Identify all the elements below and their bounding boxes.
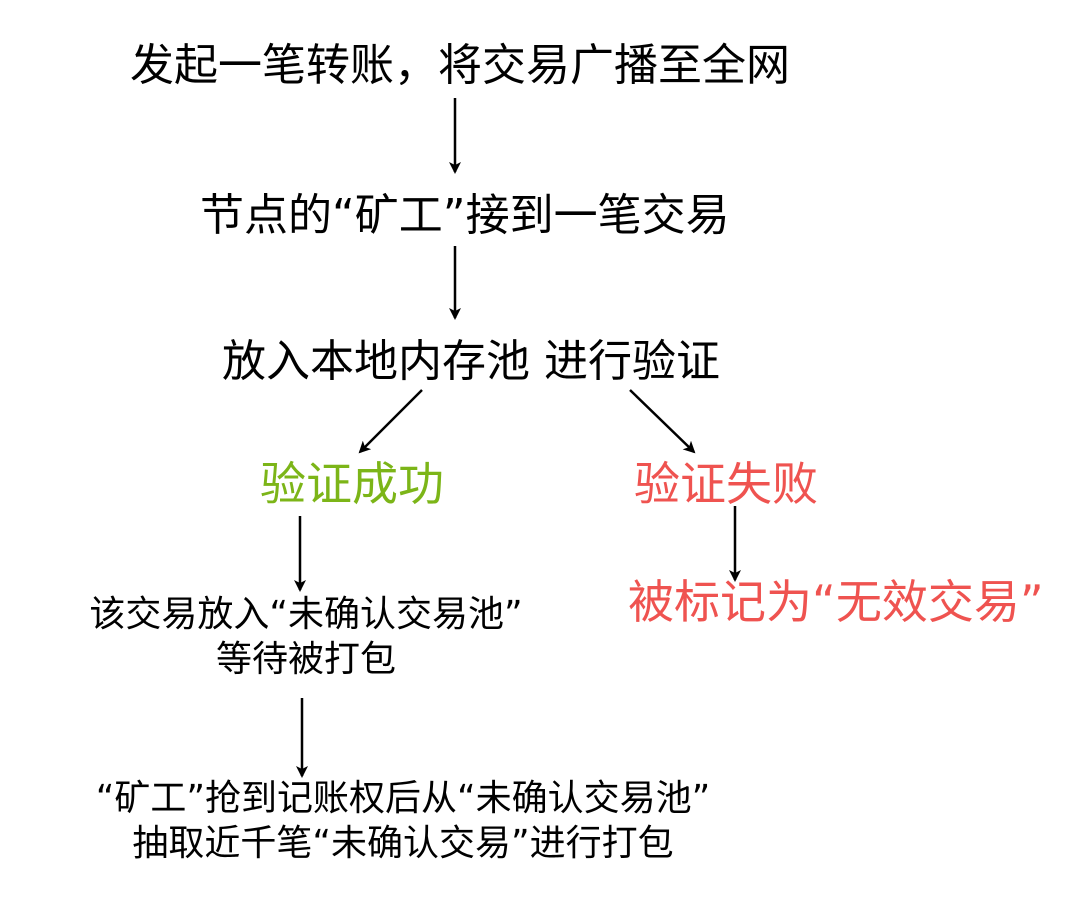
arrow-mempool-to-success: [358, 389, 423, 454]
node-broadcast: 发起一笔转账，将交易广播至全网: [130, 40, 790, 91]
node-mempool-verify: 放入本地内存池 进行验证: [222, 336, 720, 387]
node-unconfirmed-pool: 该交易放入“未确认交易池” 等待被打包: [76, 592, 536, 682]
node-packaging: “矿工”抢到记账权后从“未确认交易池” 抽取近千笔“未确认交易”进行打包: [58, 776, 748, 866]
unconfirmed-pool-line2: 等待被打包: [215, 639, 396, 680]
node-miner-receives: 节点的“矿工”接到一笔交易: [200, 190, 730, 241]
node-mark-invalid: 被标记为“无效交易”: [628, 575, 1044, 629]
packaging-line2: 抽取近千笔“未确认交易”进行打包: [132, 823, 674, 864]
arrow-mempool-to-fail: [629, 389, 696, 454]
unconfirmed-pool-line1: 该交易放入“未确认交易池”: [89, 594, 523, 635]
node-verify-fail: 验证失败: [634, 457, 818, 511]
packaging-line1: “矿工”抢到记账权后从“未确认交易池”: [95, 778, 711, 819]
node-verify-success: 验证成功: [260, 457, 444, 511]
